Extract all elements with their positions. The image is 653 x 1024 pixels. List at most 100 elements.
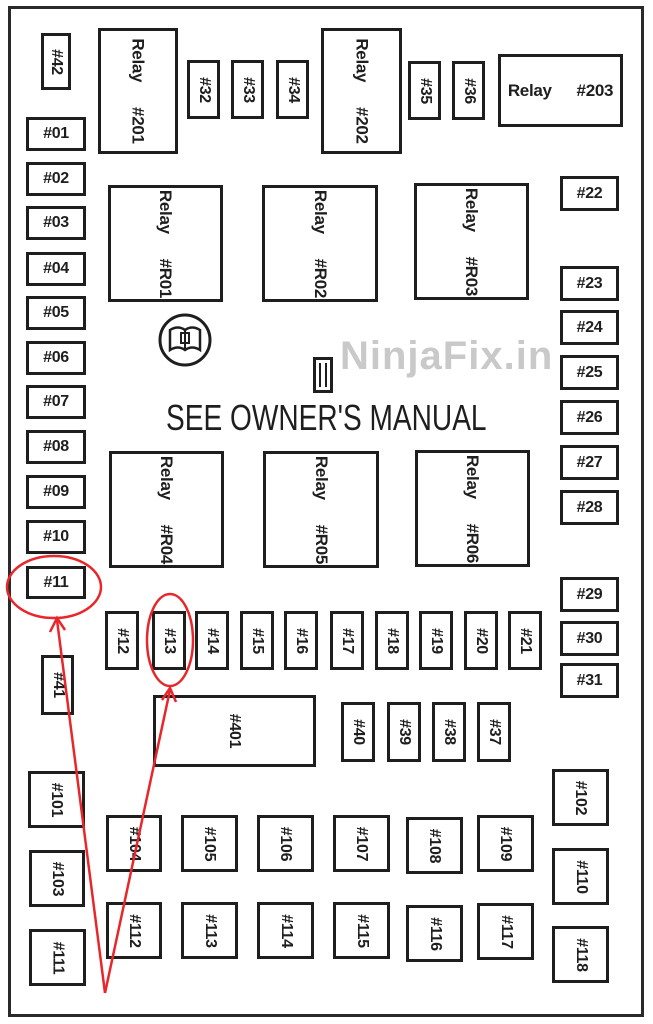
fuse-28: #28: [560, 490, 619, 525]
fuse-label: #04: [43, 260, 69, 277]
fuse-118: #118: [552, 926, 609, 983]
fuse-33: #33: [231, 60, 264, 119]
relay-201: Relay #201: [98, 28, 178, 154]
fuse-04: #04: [26, 252, 86, 286]
fuse-05: #05: [26, 296, 86, 330]
fuse-label: #10: [43, 528, 69, 545]
relay-r01: Relay #R01: [108, 185, 223, 302]
fuse-label: #107: [353, 826, 371, 861]
fuse-40: #40: [341, 702, 375, 762]
fuse-20: #20: [464, 611, 498, 670]
fuse-108: #108: [406, 817, 463, 874]
fuse-38: #38: [432, 702, 466, 762]
relay-r06: Relay #R06: [415, 450, 530, 567]
fuse-label: #38: [440, 719, 458, 745]
fuse-109: #109: [477, 815, 534, 872]
fuse-label: #19: [427, 627, 445, 654]
fuse-label: #32: [195, 76, 213, 103]
fuse-30: #30: [560, 621, 619, 656]
fuse-22: #22: [560, 176, 619, 211]
fuse-label: #12: [113, 627, 131, 654]
fuse-label: #102: [572, 780, 590, 815]
fuse-114: #114: [257, 902, 314, 959]
fuse-116: #116: [406, 905, 463, 962]
fuse-11: #11: [26, 566, 86, 599]
fuse-23: #23: [560, 266, 619, 301]
fuse-10: #10: [26, 520, 86, 554]
fuse-label: #27: [576, 453, 603, 471]
fuse-label: #28: [576, 498, 603, 516]
fuse-115: #115: [333, 902, 390, 959]
fuse-25: #25: [560, 355, 619, 390]
fuse-label: #30: [576, 629, 603, 647]
relay-202: Relay #202: [321, 28, 402, 154]
fuse-label: #15: [248, 627, 266, 654]
fuse-label: #113: [201, 913, 219, 948]
relay-r05: Relay #R05: [263, 451, 379, 568]
fuse-18: #18: [375, 611, 409, 670]
fuse-label: #109: [497, 826, 515, 861]
fuse-label: Relay #R06: [463, 454, 483, 563]
watermark: NinjaFix.in: [340, 334, 554, 378]
fuse-label: Relay #203: [507, 80, 614, 100]
fuse-label: #108: [426, 828, 444, 863]
fuse-label: #05: [43, 304, 69, 321]
fuse-label: #401: [226, 713, 244, 749]
fuse-12: #12: [105, 611, 139, 670]
fuse-03: #03: [26, 206, 86, 240]
fuse-label: #16: [292, 627, 310, 654]
fuse-label: #41: [49, 672, 67, 698]
fuse-label: #03: [43, 214, 69, 231]
fuse-label: #103: [49, 861, 66, 896]
fuse-26: #26: [560, 400, 619, 435]
fuse-label: #105: [201, 826, 219, 861]
fuse-08: #08: [26, 430, 86, 464]
fuse-label: #08: [43, 438, 69, 455]
fuse-label: #29: [576, 585, 603, 603]
fuse-box-outline: [8, 6, 644, 1017]
fuse-112: #112: [106, 902, 162, 959]
fuse-label: #21: [516, 627, 534, 654]
fuse-label: #39: [395, 719, 413, 745]
fuse-19: #19: [419, 611, 453, 670]
fuse-label: #18: [383, 627, 401, 654]
fuse-111: #111: [29, 929, 86, 986]
fuse-101: #101: [28, 771, 85, 828]
fuse-label: Relay #R05: [312, 455, 331, 564]
fuse-31: #31: [560, 663, 619, 698]
fuse-102: #102: [552, 769, 609, 826]
fuse-label: #07: [43, 393, 69, 410]
fuse-label: #101: [48, 782, 66, 817]
fuse-label: #110: [572, 859, 590, 894]
fuse-label: #106: [277, 826, 295, 861]
fuse-07: #07: [26, 385, 86, 419]
fuse-label: #20: [472, 627, 490, 654]
fuse-label: #33: [239, 76, 257, 103]
fuse-103: #103: [29, 850, 85, 907]
fuse-16: #16: [284, 611, 318, 670]
fuse-401: #401: [153, 695, 316, 767]
fuse-label: #114: [277, 913, 295, 948]
fuse-label: Relay #R02: [311, 189, 330, 298]
fuse-02: #02: [26, 162, 86, 196]
fuse-label: #36: [460, 77, 478, 104]
fuse-label: #35: [416, 77, 434, 104]
fuse-41: #41: [41, 655, 74, 715]
fuse-14: #14: [195, 611, 229, 670]
fuse-label: #118: [572, 937, 590, 972]
fuse-label: #37: [485, 719, 503, 745]
fuse-39: #39: [387, 702, 421, 762]
fuse-104: #104: [106, 815, 162, 872]
fuse-24: #24: [560, 310, 619, 345]
fuse-label: #23: [576, 274, 603, 292]
fuse-label: #104: [126, 826, 143, 861]
fuse-35: #35: [408, 61, 441, 120]
fuse-15: #15: [240, 611, 274, 670]
fuse-113: #113: [181, 902, 238, 959]
fuse-label: Relay #R04: [157, 455, 177, 564]
fuse-34: #34: [276, 60, 309, 119]
fuse-29: #29: [560, 577, 619, 612]
fuse-label: #17: [338, 627, 356, 654]
fuse-label: Relay #201: [129, 38, 148, 144]
fuse-label: #112: [125, 913, 143, 948]
